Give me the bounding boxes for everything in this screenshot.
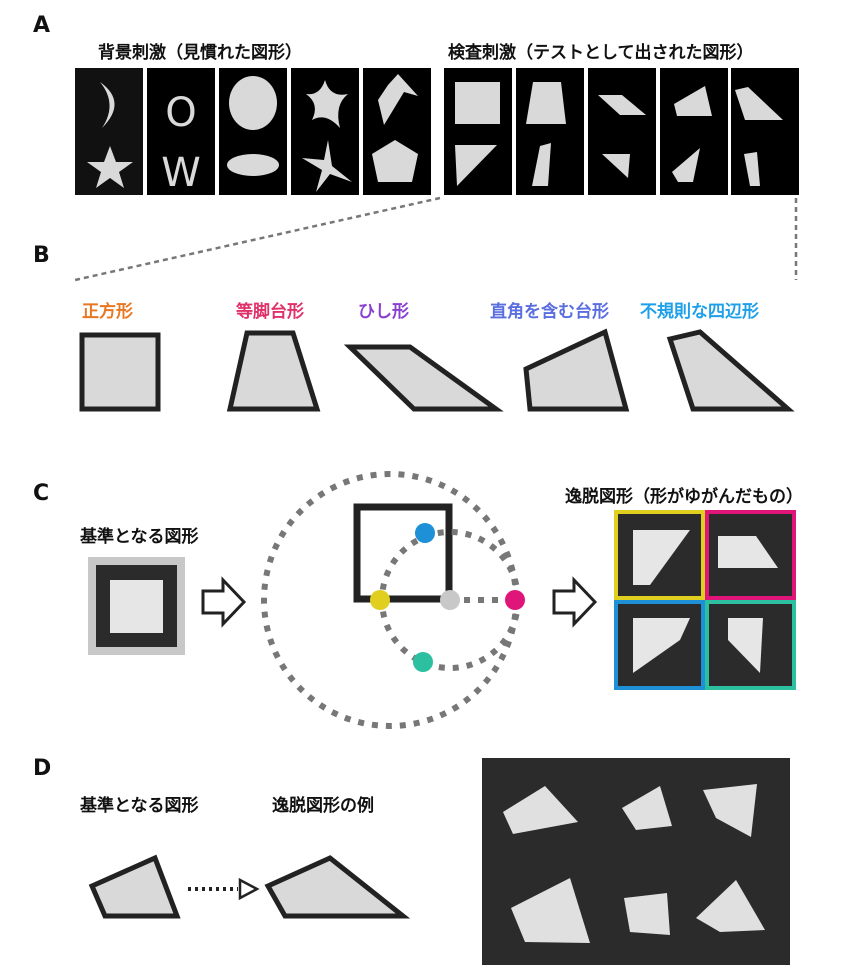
test-panel-3 <box>588 68 656 195</box>
irregular-shape <box>378 74 418 125</box>
teal-dot <box>413 652 433 672</box>
panel-c-label: C <box>33 481 49 506</box>
rhombus-shape <box>598 95 646 115</box>
letter-o: O <box>165 90 196 136</box>
panel-d-label: D <box>33 756 51 781</box>
arrow-right-icon <box>201 576 247 628</box>
deviant-shape-yellow <box>633 530 690 585</box>
triangle-shape <box>455 145 497 186</box>
panel-a-label: A <box>33 13 50 38</box>
label-rhombus: ひし形 <box>358 301 409 322</box>
label-isosceles-trapezoid: 等脚台形 <box>236 301 304 322</box>
zoom-guide-left <box>74 196 441 282</box>
deviant-shapes-title: 逸脱図形（形がゆがんだもの） <box>565 486 803 507</box>
deviant-quad-outline <box>264 855 411 919</box>
distortion-diagram <box>261 471 525 729</box>
rhombus-piece-shape <box>602 154 630 178</box>
blue-dot <box>415 523 435 543</box>
crescent-shape <box>100 82 115 128</box>
magenta-dot <box>505 590 525 610</box>
irregular-quadrilateral-outline <box>666 329 795 412</box>
example-shape-6 <box>696 880 765 932</box>
reference-square <box>110 580 163 633</box>
sharp-star-shape <box>302 140 352 192</box>
arrow-right-icon-2 <box>552 576 598 628</box>
deviant-shape-magenta <box>718 536 778 568</box>
example-shape-3 <box>703 784 757 837</box>
blob-star-shape <box>306 80 348 128</box>
pentagon-shape <box>372 140 418 182</box>
label-irregular-quadrilateral: 不規則な四辺形 <box>640 301 759 322</box>
right-trapezoid-shape <box>674 86 712 116</box>
label-right-trapezoid: 直角を含む台形 <box>490 301 609 322</box>
gray-dot <box>440 590 460 610</box>
trapezoid-shape <box>526 82 566 124</box>
right-trapezoid-piece-shape <box>672 148 700 182</box>
letter-w: W <box>161 150 201 196</box>
square-shape <box>455 82 500 124</box>
background-stimuli-row: O W <box>75 68 431 196</box>
example-shape-1 <box>503 786 578 834</box>
deviant-shapes-grid <box>614 510 796 690</box>
deviant-shape-blue <box>633 618 690 673</box>
right-trapezoid-outline <box>523 328 630 412</box>
trapezoid-piece-shape <box>532 143 551 186</box>
background-stimuli-title: 背景刺激（見慣れた図形） <box>98 42 302 63</box>
deviant-shape-teal <box>728 618 763 673</box>
reference-shape-title-d: 基準となる図形 <box>79 795 199 816</box>
ellipse-shape <box>227 154 279 176</box>
test-panel-5 <box>731 68 799 195</box>
bg-panel-2 <box>147 68 215 195</box>
arrow-head-icon <box>238 877 260 901</box>
base-square-outline <box>353 503 453 603</box>
isosceles-trapezoid-outline <box>226 330 321 412</box>
label-square: 正方形 <box>82 301 133 322</box>
irregular-quad-shape <box>735 87 783 120</box>
star-shape <box>87 146 133 188</box>
example-shape-4 <box>511 878 590 943</box>
example-shape-5 <box>624 893 670 935</box>
reference-quad-outline <box>88 854 181 919</box>
yellow-dot <box>370 590 390 610</box>
example-shape-2 <box>622 786 672 830</box>
reference-shape-title: 基準となる図形 <box>79 526 199 547</box>
deviant-examples-panel <box>482 758 790 965</box>
square-outline <box>79 332 161 412</box>
circle-shape <box>229 76 277 130</box>
irregular-quad-piece-shape <box>744 152 760 186</box>
deviant-example-title: 逸脱図形の例 <box>272 795 374 816</box>
test-stimuli-title: 検査刺激（テストとして出された図形） <box>448 42 754 63</box>
test-stimuli-row <box>444 68 799 195</box>
rhombus-outline <box>343 344 504 412</box>
panel-b-label: B <box>33 243 50 268</box>
